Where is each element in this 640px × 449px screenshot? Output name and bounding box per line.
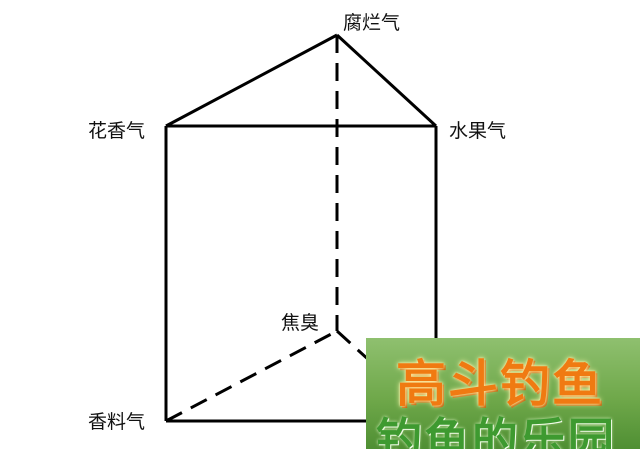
label-back-bottom-vertex: 焦臭 xyxy=(281,312,320,334)
hidden-edge-lower-left-to-back-bottom xyxy=(165,329,338,423)
watermark-logo: 高斗钓鱼 钓鱼的乐园 xyxy=(366,338,640,449)
label-upper-left-vertex: 花香气 xyxy=(88,120,146,142)
edge-top-to-upper-right xyxy=(335,33,438,128)
label-top-vertex: 腐烂气 xyxy=(343,12,401,34)
watermark-subtitle: 钓鱼的乐园 xyxy=(376,413,616,449)
watermark-title: 高斗钓鱼 xyxy=(396,355,604,413)
label-upper-right-vertex: 水果气 xyxy=(449,120,507,142)
label-lower-left-vertex: 香料气 xyxy=(88,411,146,433)
edge-upper-left-to-top xyxy=(165,33,338,128)
